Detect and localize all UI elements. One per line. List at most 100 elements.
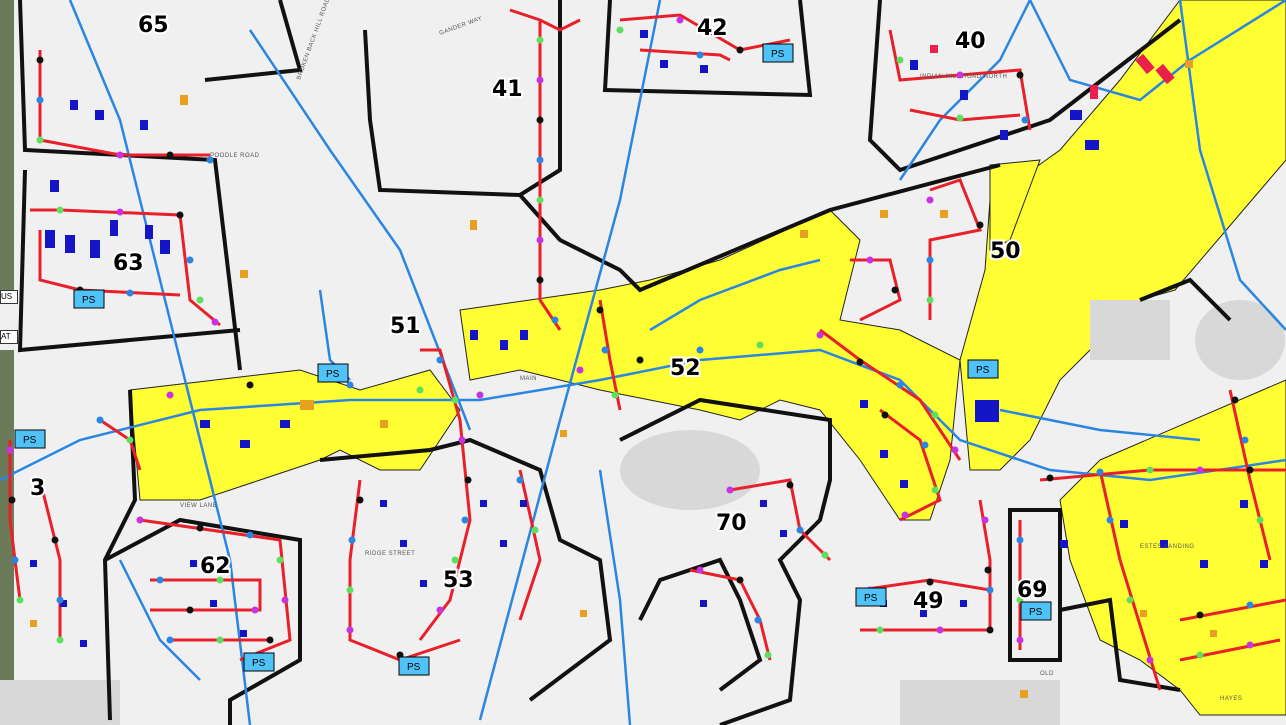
- zone-label-50: 50: [990, 239, 1021, 264]
- sewer-node: [926, 196, 934, 204]
- road-label: VIEW LANE: [180, 503, 217, 509]
- pump-station-marker[interactable]: PS: [14, 429, 46, 449]
- sewer-node: [926, 296, 934, 304]
- sewer-node: [926, 256, 934, 264]
- road-label: RIDGE STREET: [365, 551, 415, 557]
- sewer-node: [96, 416, 104, 424]
- sewer-node: [36, 476, 44, 484]
- zone-labels: 65 42 40 41 63 50 51 52 3 70 62 53 69 49: [28, 11, 1050, 616]
- sewer-node: [986, 626, 994, 634]
- sewer-node: [536, 276, 544, 284]
- sewer-node: [1231, 396, 1239, 404]
- sewer-node: [266, 636, 274, 644]
- sewer-node: [1021, 116, 1029, 124]
- zone-label-63: 63: [113, 251, 144, 276]
- zone-label-40: 40: [955, 29, 986, 54]
- sewer-node: [696, 51, 704, 59]
- sewer-node: [416, 386, 424, 394]
- sewer-node: [176, 211, 184, 219]
- sewer-node: [1106, 516, 1114, 524]
- sewer-node: [246, 531, 254, 539]
- sewer-node: [116, 151, 124, 159]
- sewer-node: [1046, 474, 1054, 482]
- road-label: OLD: [1040, 671, 1054, 677]
- sewer-node: [251, 606, 259, 614]
- sewer-node: [736, 46, 744, 54]
- zone-label-70: 70: [716, 511, 747, 536]
- sewer-node: [736, 576, 744, 584]
- zone-label-53: 53: [443, 568, 474, 593]
- pump-station-marker[interactable]: PS: [73, 289, 105, 309]
- sewer-node: [281, 596, 289, 604]
- sewer-node: [1246, 601, 1254, 609]
- sewer-node: [636, 356, 644, 364]
- sewer-node: [951, 446, 959, 454]
- pump-station-marker[interactable]: PS: [398, 656, 430, 676]
- sewer-node: [1256, 516, 1264, 524]
- pump-station-label: PS: [976, 365, 990, 376]
- sewer-node: [51, 536, 59, 544]
- sewer-node: [764, 651, 772, 659]
- sewer-node: [276, 556, 284, 564]
- pump-station-label: PS: [771, 49, 785, 60]
- pump-station-marker[interactable]: PS: [243, 652, 275, 672]
- sewer-node: [1246, 641, 1254, 649]
- sewer-node: [726, 486, 734, 494]
- sewer-node: [536, 196, 544, 204]
- sewer-node: [901, 511, 909, 519]
- sewer-node: [616, 26, 624, 34]
- sewer-node: [816, 331, 824, 339]
- zone-label-52: 52: [670, 356, 701, 381]
- pump-station-label: PS: [326, 369, 340, 380]
- sewer-node: [1016, 71, 1024, 79]
- buildings-red: [930, 45, 1175, 99]
- sewer-node: [458, 436, 466, 444]
- aerial-image-strip: [0, 0, 14, 290]
- sewer-node: [786, 481, 794, 489]
- sewer-node: [696, 566, 704, 574]
- sewer-node: [476, 391, 484, 399]
- pump-station-label: PS: [1029, 607, 1043, 618]
- sewer-node: [451, 396, 459, 404]
- sewer-node: [986, 586, 994, 594]
- sewer-node: [1246, 466, 1254, 474]
- sewer-node: [754, 616, 762, 624]
- sewer-node: [216, 576, 224, 584]
- zone-label-51: 51: [390, 314, 421, 339]
- road-label: INDIAN HILL ROAD NORTH: [920, 74, 1007, 80]
- sewer-node: [881, 411, 889, 419]
- side-panel-fragment-1: US: [0, 290, 18, 304]
- sewer-node: [756, 341, 764, 349]
- sewer-node: [676, 16, 684, 24]
- sewer-node: [956, 71, 964, 79]
- zone-label-62: 62: [200, 554, 231, 579]
- sewer-node: [461, 516, 469, 524]
- sewer-node: [876, 626, 884, 634]
- side-panel-fragment-2: AT: [0, 330, 18, 344]
- zone-label-65: 65: [138, 13, 169, 38]
- sewer-node: [36, 56, 44, 64]
- pump-stations[interactable]: PS PS PS PS PS PS PS PS PS: [14, 43, 1052, 676]
- sewer-node: [596, 306, 604, 314]
- sewer-node: [1146, 656, 1154, 664]
- pump-station-marker[interactable]: PS: [762, 43, 794, 63]
- pump-station-marker[interactable]: PS: [967, 359, 999, 379]
- sewer-node: [1196, 611, 1204, 619]
- sewer-node: [821, 551, 829, 559]
- pump-station-label: PS: [252, 658, 266, 669]
- pump-station-marker[interactable]: PS: [317, 363, 349, 383]
- sewer-node: [926, 578, 934, 586]
- sewer-node: [551, 316, 559, 324]
- sewer-node: [246, 381, 254, 389]
- pump-station-marker[interactable]: PS: [1020, 601, 1052, 621]
- sewer-node: [186, 606, 194, 614]
- pump-station-label: PS: [407, 662, 421, 673]
- pump-station-label: PS: [23, 435, 37, 446]
- sewer-node: [56, 636, 64, 644]
- sewer-node: [931, 486, 939, 494]
- sewer-node: [211, 318, 219, 326]
- pump-station-marker[interactable]: PS: [855, 587, 887, 607]
- open-space: [0, 300, 1285, 725]
